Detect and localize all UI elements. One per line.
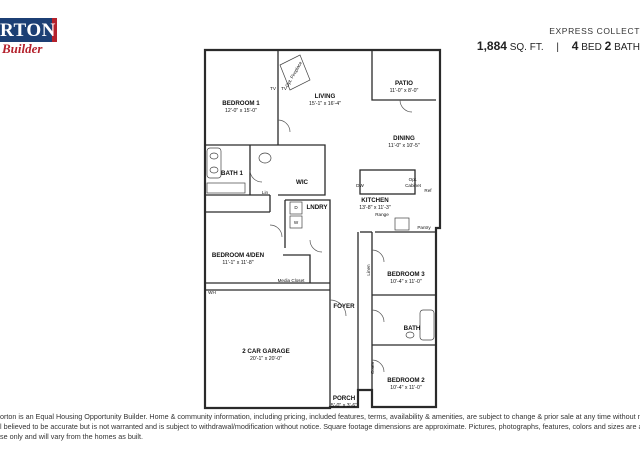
beds-value: 4 bbox=[571, 39, 579, 53]
baths-value: 2 bbox=[604, 39, 612, 53]
room-dim-bedroom1: 12'-0" x 15'-0" bbox=[225, 108, 257, 114]
label-tv-1: TV bbox=[270, 86, 277, 91]
room-dim-bedroom2: 10'-4" x 11'-0" bbox=[390, 385, 422, 391]
room-name-bedroom1: BEDROOM 1 bbox=[222, 100, 260, 107]
company-logo: RTON Builder bbox=[0, 8, 62, 56]
legal-disclaimer: orton is an Equal Housing Opportunity Bu… bbox=[0, 412, 640, 442]
label-dryer: D bbox=[294, 205, 298, 210]
room-dim-patio: 11'-0" x 8'-0" bbox=[390, 88, 419, 94]
disclaimer-line-3: se only and will vary from the homes as … bbox=[0, 432, 144, 441]
door-swings bbox=[249, 99, 413, 373]
label-wh: WH bbox=[208, 290, 216, 295]
room-dim-dining: 11'-0" x 10'-5" bbox=[388, 143, 420, 149]
room-name-patio: PATIO bbox=[395, 80, 413, 87]
label-pantry: Pantry bbox=[417, 225, 431, 230]
room-name-bedroom3: BEDROOM 3 bbox=[387, 271, 425, 278]
room-name-living: LIVING bbox=[315, 93, 336, 100]
label-tv-2: TV bbox=[281, 86, 288, 91]
room-name-foyer: FOYER bbox=[333, 303, 355, 310]
disclaimer-line-1: orton is an Equal Housing Opportunity Bu… bbox=[0, 412, 640, 421]
label-range: Range bbox=[375, 212, 389, 217]
room-dim-bedroom3: 10'-4" x 11'-0" bbox=[390, 279, 422, 285]
logo-banner bbox=[0, 18, 54, 42]
room-dim-porch: 5'-0" x 3'-6" bbox=[331, 403, 357, 409]
room-name-kitchen: KITCHEN bbox=[361, 197, 389, 204]
room-dim-garage: 20'-1" x 20'-0" bbox=[250, 356, 282, 362]
label-dw: DW bbox=[356, 183, 364, 188]
collection-name: EXPRESS COLLECT bbox=[549, 26, 640, 36]
room-name-lndry: LNDRY bbox=[306, 204, 328, 211]
beds-unit: BED bbox=[581, 42, 602, 53]
plan-specs: 1,884 SQ. FT. | 4 BED 2 BATH bbox=[477, 39, 640, 53]
fixtures bbox=[206, 54, 435, 341]
room-name-dining: DINING bbox=[393, 135, 415, 142]
logo-brand-text: RTON bbox=[0, 20, 56, 41]
label-coats: Coats bbox=[370, 361, 375, 374]
logo-stripe bbox=[52, 18, 57, 42]
label-washer: W bbox=[294, 220, 299, 225]
label-linen: Linen bbox=[366, 264, 371, 276]
baths-unit: BATH bbox=[614, 42, 640, 53]
interior-walls bbox=[205, 50, 436, 407]
label-lin: Lin bbox=[262, 190, 269, 195]
sqft-value: 1,884 bbox=[476, 39, 507, 53]
room-dim-bedroom4: 11'-1" x 11'-8" bbox=[222, 260, 253, 266]
room-dim-kitchen: 13'-8" x 11'-3" bbox=[359, 205, 391, 211]
label-opt-fireplace: Opt. Fireplace bbox=[284, 60, 303, 88]
sqft-unit: SQ. FT. bbox=[509, 42, 544, 53]
label-opt-cabinet-1: Opt. bbox=[409, 177, 418, 182]
room-name-bath: BATH bbox=[404, 325, 421, 332]
room-name-wic: WIC bbox=[296, 179, 309, 186]
room-name-porch: PORCH bbox=[333, 395, 356, 402]
room-name-bedroom2: BEDROOM 2 bbox=[387, 377, 425, 384]
label-ref: Ref bbox=[424, 188, 432, 193]
room-dim-living: 15'-1" x 16'-4" bbox=[309, 101, 341, 107]
disclaimer-line-2: l believed to be accurate but is not war… bbox=[0, 422, 640, 431]
room-name-bedroom4: BEDROOM 4/DEN bbox=[212, 252, 265, 259]
room-name-bath1: BATH 1 bbox=[221, 170, 243, 177]
room-name-garage: 2 CAR GARAGE bbox=[242, 348, 289, 355]
label-opt-cabinet-2: Cabinet bbox=[405, 183, 422, 188]
room-name-media-closet: Media Closet bbox=[278, 278, 306, 283]
logo-sub-text: Builder bbox=[2, 41, 43, 56]
specs-separator: | bbox=[556, 42, 559, 53]
